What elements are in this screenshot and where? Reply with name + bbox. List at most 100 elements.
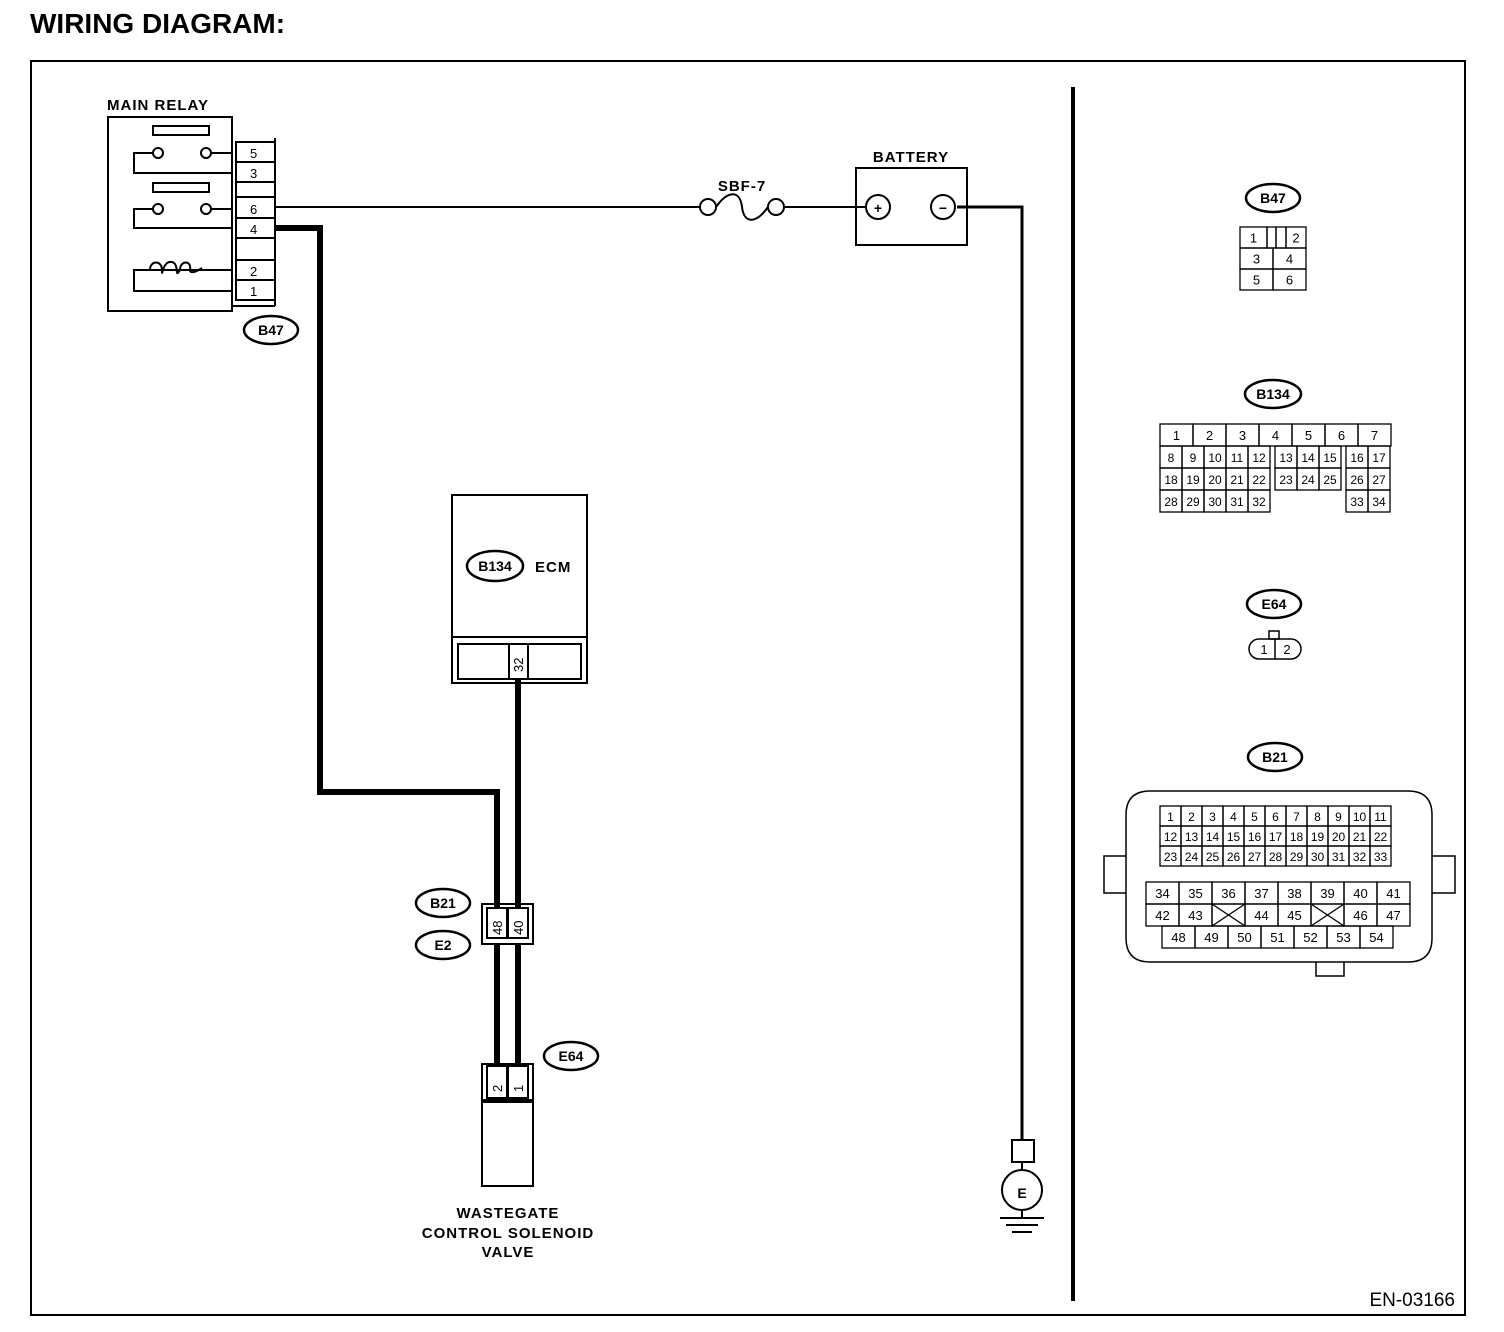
joint-badge-e2: E2	[414, 929, 472, 961]
pin-label: 2	[1206, 428, 1213, 443]
pin-label: 1	[1173, 428, 1180, 443]
pin-label: 25	[1206, 850, 1220, 864]
pin-label: 10	[1208, 451, 1222, 465]
svg-text:B47: B47	[1260, 190, 1286, 206]
pin-label: 3	[1253, 252, 1260, 267]
joint-connector	[481, 903, 534, 945]
pin-label: 29	[1290, 850, 1304, 864]
pin-cell	[1275, 226, 1287, 249]
diagram-title: WIRING DIAGRAM:	[30, 8, 286, 39]
pin-label: 48	[1171, 930, 1185, 945]
b21-housing	[1103, 790, 1456, 977]
main-relay	[107, 116, 276, 312]
fuse-sbf7	[699, 193, 785, 221]
ecm-connector-badge: B134	[465, 549, 525, 583]
joint-pin: 40	[511, 921, 526, 935]
pin-label: 18	[1290, 830, 1304, 844]
pin-label: 22	[1374, 830, 1388, 844]
pin-cell	[1247, 489, 1271, 513]
battery-minus-terminal: −	[939, 200, 947, 216]
pin-label: 14	[1206, 830, 1220, 844]
pin-label: 24	[1185, 850, 1199, 864]
pin-label: 6	[1272, 810, 1279, 824]
fuse-label: SBF-7	[718, 178, 766, 195]
pin-label: 21	[1230, 473, 1244, 487]
pin-label: 11	[1231, 451, 1244, 465]
pin-label: 30	[1208, 495, 1222, 509]
pin-label: 50	[1237, 930, 1251, 945]
pin-label: 5	[1251, 810, 1258, 824]
joint-pin: 48	[490, 921, 505, 935]
pin-label: 4	[1286, 252, 1293, 267]
pin-label: 6	[1338, 428, 1345, 443]
pin-label: 28	[1269, 850, 1283, 864]
pin-label: 39	[1320, 886, 1334, 901]
e64-pin-view	[1248, 630, 1302, 660]
pin-label: 20	[1208, 473, 1222, 487]
battery	[855, 167, 968, 246]
pin-label: 8	[1168, 451, 1175, 465]
pin-label: 20	[1332, 830, 1346, 844]
pin-label: 5	[1253, 273, 1260, 288]
pin-label: 42	[1155, 908, 1169, 923]
pin-label: 41	[1386, 886, 1400, 901]
pin-label: 34	[1155, 886, 1169, 901]
pin-label: 54	[1369, 930, 1383, 945]
pin-label: 16	[1350, 451, 1364, 465]
pin-label: 5	[1305, 428, 1312, 443]
relay-pin: 2	[250, 264, 257, 279]
b21-view-badge: B21	[1246, 741, 1304, 773]
pin-label: 24	[1301, 473, 1315, 487]
pin-label: 15	[1323, 451, 1337, 465]
pin-label: 23	[1164, 850, 1178, 864]
relay-pin: 5	[250, 146, 257, 161]
pin-label: 16	[1248, 830, 1262, 844]
pin-label: 47	[1386, 908, 1400, 923]
pin-label: 17	[1372, 451, 1386, 465]
pin-label: 30	[1311, 850, 1325, 864]
pin-label: 3	[1209, 810, 1216, 824]
ecm-pin: 32	[511, 658, 526, 672]
pin-label: 49	[1204, 930, 1218, 945]
pin-label: 7	[1293, 810, 1300, 824]
pin-label: 3	[1239, 428, 1246, 443]
relay-pin: 6	[250, 202, 257, 217]
pin-label: 28	[1164, 495, 1178, 509]
svg-text:B21: B21	[430, 895, 456, 911]
pin-label: 31	[1230, 495, 1244, 509]
e64-view-badge: E64	[1245, 588, 1303, 620]
pin-label: 12	[1164, 830, 1178, 844]
pin-label: 14	[1301, 451, 1315, 465]
pin-label: 27	[1248, 850, 1262, 864]
pin-label: 1	[1167, 810, 1174, 824]
pin-cell	[1359, 925, 1394, 949]
pin-cell	[1266, 226, 1277, 249]
pin-label: 53	[1336, 930, 1350, 945]
pin-label: 19	[1186, 473, 1200, 487]
pin-cell	[1367, 489, 1391, 513]
pin-label: 32	[1353, 850, 1367, 864]
pin-label: 23	[1279, 473, 1293, 487]
b47-view-badge: B47	[1244, 182, 1302, 214]
valve-pin: 1	[511, 1085, 526, 1092]
pin-label: 4	[1272, 428, 1279, 443]
pin-label: 13	[1185, 830, 1199, 844]
battery-label: BATTERY	[873, 149, 949, 166]
pin-label: 52	[1303, 930, 1317, 945]
pin-label: 21	[1353, 830, 1367, 844]
ecm-label: ECM	[535, 559, 571, 576]
svg-text:B47: B47	[258, 322, 284, 338]
pin-label: 35	[1188, 886, 1202, 901]
valve-label-line3: VALVE	[482, 1244, 535, 1261]
pin-cell	[1318, 467, 1342, 491]
relay-pin: 4	[250, 222, 257, 237]
relay-pin: 1	[250, 284, 257, 299]
valve-connector-badge: E64	[542, 1040, 600, 1072]
pin-label: 27	[1372, 473, 1386, 487]
pin-label: 43	[1188, 908, 1202, 923]
pin-label: 8	[1314, 810, 1321, 824]
pin-label: 22	[1252, 473, 1266, 487]
